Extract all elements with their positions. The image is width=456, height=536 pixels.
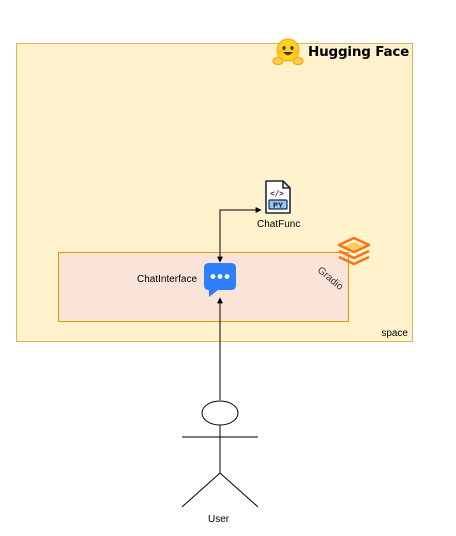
gradio-logo-icon bbox=[337, 236, 371, 266]
space-label: space bbox=[381, 328, 408, 339]
user-label: User bbox=[208, 514, 230, 525]
hugging-face-emoji-icon bbox=[272, 38, 304, 66]
hugging-face-title: Hugging Face bbox=[308, 44, 410, 60]
svg-text:PY: PY bbox=[273, 201, 284, 209]
stick-figure-icon bbox=[181, 400, 259, 508]
chat-func-label: ChatFunc bbox=[257, 219, 301, 230]
chatinterface-chatfunc-connector bbox=[217, 207, 262, 263]
hugging-face-brand: Hugging Face bbox=[272, 37, 409, 67]
svg-text:</>: </> bbox=[270, 189, 284, 198]
chat-interface-label: ChatInterface bbox=[137, 274, 198, 285]
gradio-container bbox=[58, 252, 349, 322]
python-file-icon: </> PY bbox=[265, 180, 291, 214]
chat-bubble-icon bbox=[204, 263, 236, 297]
